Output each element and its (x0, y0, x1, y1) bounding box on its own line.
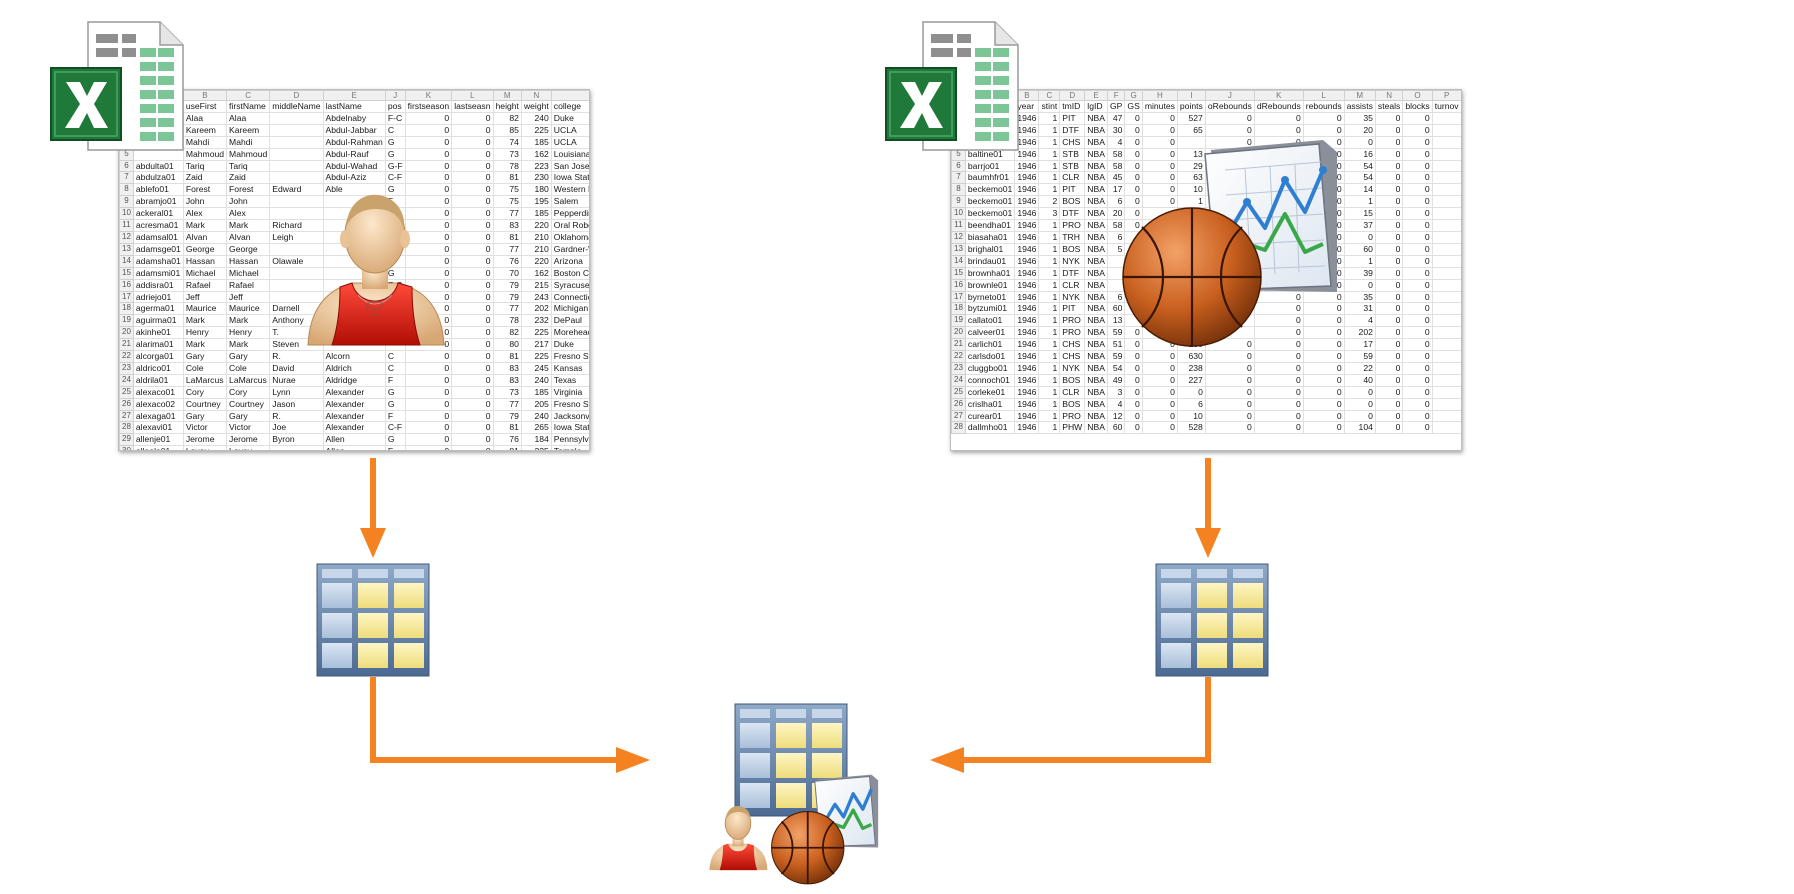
table-cell: Cory (226, 385, 271, 399)
table-cell: Rafael (182, 278, 228, 292)
column-letter: H (1141, 90, 1178, 101)
row-number: 15 (951, 266, 966, 280)
arrowhead-down-icon (1195, 528, 1221, 558)
data-table-icon (316, 563, 430, 677)
column-letter: E (322, 90, 386, 101)
table-cell: Abdelnaby (322, 111, 386, 125)
table-cell: 79 (492, 278, 522, 292)
table-cell: Lavoy (226, 445, 271, 450)
table-cell: 81 (492, 445, 522, 450)
row-number: 14 (119, 254, 134, 268)
column-letter: J (1204, 90, 1255, 101)
table-cell: 0 (1402, 135, 1433, 149)
basketball-player-icon (706, 797, 770, 877)
table-cell: 0 (1374, 421, 1404, 435)
table-cell: 83 (492, 361, 522, 375)
table-cell: PHW (1059, 421, 1086, 435)
players-table: BCDEJKLMN1useFirstfirstNamemiddleNamelas… (119, 90, 589, 450)
arrow-left-table-to-merged (370, 677, 620, 763)
arrowhead-left-icon (930, 747, 964, 773)
table-cell: Allen (322, 445, 386, 450)
table-cell: 0 (1302, 421, 1345, 435)
data-table-icon (1155, 563, 1269, 677)
column-letter: C (226, 90, 271, 101)
row-number: 9 (119, 195, 134, 209)
table-cell: 1946 (1014, 195, 1040, 209)
arrowhead-down-icon (360, 528, 386, 558)
table-cell: 0 (1124, 183, 1143, 197)
table-cell: Temple (550, 445, 589, 450)
table-cell: 0 (1253, 421, 1304, 435)
table-cell: 0 (1204, 421, 1255, 435)
table-cell: dallmho01 (964, 421, 1016, 435)
column-letter: N (1374, 90, 1404, 101)
table-cell: 0 (1374, 266, 1404, 280)
row-number: 24 (951, 373, 966, 387)
table-cell: 528 (1176, 421, 1206, 435)
table-cell: 1946 (1014, 242, 1040, 256)
basketball-player-icon (300, 185, 450, 350)
column-letter: O (1402, 90, 1433, 101)
column-letter: B (182, 90, 228, 101)
table-cell: BOS (1059, 195, 1086, 209)
column-letter: K (1253, 90, 1304, 101)
column-letter (550, 90, 589, 101)
row-number: 26 (951, 397, 966, 411)
table-cell: 0 (1402, 242, 1433, 256)
table-cell: 79 (492, 409, 522, 423)
basketball-icon (1120, 205, 1265, 350)
table-cell: 0 (1374, 373, 1404, 387)
table-cell: 0 (1402, 278, 1433, 292)
excel-file-icon (885, 20, 1020, 155)
table-cell (1431, 421, 1461, 435)
table-header-cell: steals (1374, 100, 1404, 113)
table-cell: 1946 (1014, 421, 1040, 435)
table-cell: 0 (1141, 421, 1178, 435)
table-cell: 0 (1374, 290, 1404, 304)
table-cell: 0 (1402, 171, 1433, 185)
table-cell: 82 (492, 326, 522, 340)
column-letter: M (492, 90, 522, 101)
table-cell: 0 (1402, 421, 1433, 435)
arrowhead-right-icon (616, 747, 650, 773)
column-letter: D (1059, 90, 1086, 101)
basketball-icon (770, 810, 846, 886)
table-cell: Lavoy (182, 445, 228, 450)
table-row: 30alleola01LavoyLavoyAllenF0081225Temple (119, 445, 589, 450)
table-cell: 0 (1124, 421, 1143, 435)
table-cell: 0 (1204, 409, 1255, 423)
table-cell: 1946 (1014, 207, 1040, 221)
arrow-right-table-to-merged (960, 677, 1211, 763)
table-cell: 104 (1343, 421, 1376, 435)
table-cell: 0 (1374, 207, 1404, 221)
column-letter: P (1431, 90, 1461, 101)
excel-file-icon (50, 20, 185, 155)
players-spreadsheet: BCDEJKLMN1useFirstfirstNamemiddleNamelas… (118, 89, 590, 451)
table-header-cell: GS (1124, 100, 1143, 113)
column-letter: G (1124, 90, 1143, 101)
table-cell: 77 (492, 302, 522, 316)
